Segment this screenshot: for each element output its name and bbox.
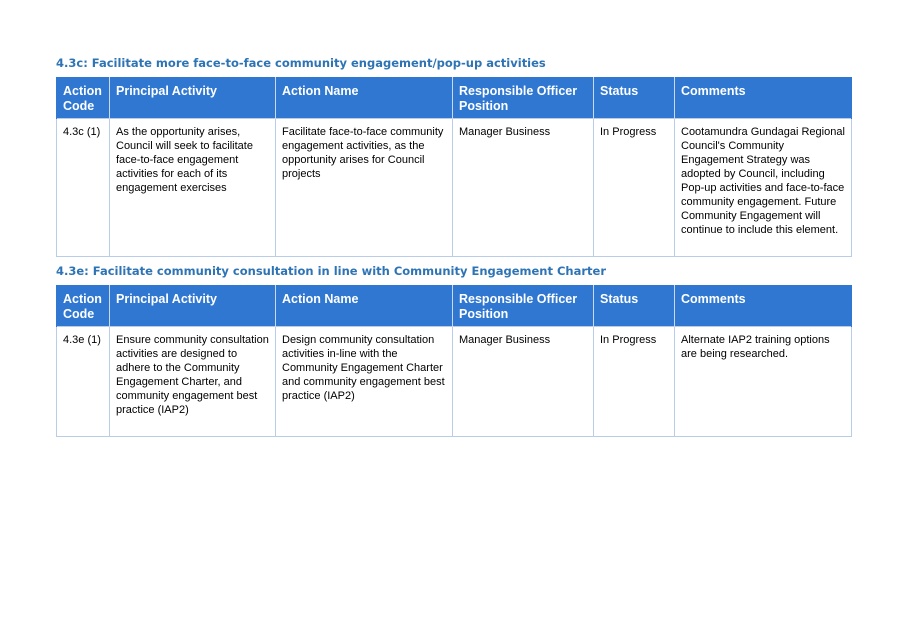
table-row: 4.3e (1) Ensure community consultation a… — [56, 326, 852, 437]
column-header-comments: Comments — [674, 77, 852, 119]
section-4-3c: 4.3c: Facilitate more face-to-face commu… — [56, 56, 852, 257]
column-header-action-code: Action Code — [56, 77, 110, 119]
column-header-principal-activity: Principal Activity — [109, 77, 276, 119]
column-header-comments: Comments — [674, 285, 852, 327]
action-table: Action Code Principal Activity Action Na… — [56, 77, 852, 257]
table-row: 4.3c (1) As the opportunity arises, Coun… — [56, 118, 852, 257]
section-heading: 4.3e: Facilitate community consultation … — [56, 264, 607, 278]
cell-comments: Alternate IAP2 training options are bein… — [674, 326, 852, 437]
cell-comments: Cootamundra Gundagai Regional Council's … — [674, 118, 852, 257]
cell-status: In Progress — [593, 326, 675, 437]
cell-responsible-officer: Manager Business — [452, 118, 594, 257]
action-table: Action Code Principal Activity Action Na… — [56, 285, 852, 437]
section-heading: 4.3c: Facilitate more face-to-face commu… — [56, 56, 546, 70]
section-4-3e: 4.3e: Facilitate community consultation … — [56, 264, 852, 437]
column-header-action-name: Action Name — [275, 77, 453, 119]
cell-action-code: 4.3e (1) — [56, 326, 110, 437]
cell-action-name: Facilitate face-to-face community engage… — [275, 118, 453, 257]
column-header-action-code: Action Code — [56, 285, 110, 327]
cell-action-code: 4.3c (1) — [56, 118, 110, 257]
table-header-row: Action Code Principal Activity Action Na… — [56, 285, 852, 327]
cell-principal-activity: As the opportunity arises, Council will … — [109, 118, 276, 257]
column-header-responsible-officer: Responsible Officer Position — [452, 77, 594, 119]
column-header-status: Status — [593, 285, 675, 327]
cell-status: In Progress — [593, 118, 675, 257]
cell-action-name: Design community consultation activities… — [275, 326, 453, 437]
column-header-action-name: Action Name — [275, 285, 453, 327]
column-header-responsible-officer: Responsible Officer Position — [452, 285, 594, 327]
cell-principal-activity: Ensure community consultation activities… — [109, 326, 276, 437]
table-header-row: Action Code Principal Activity Action Na… — [56, 77, 852, 119]
column-header-status: Status — [593, 77, 675, 119]
column-header-principal-activity: Principal Activity — [109, 285, 276, 327]
cell-responsible-officer: Manager Business — [452, 326, 594, 437]
